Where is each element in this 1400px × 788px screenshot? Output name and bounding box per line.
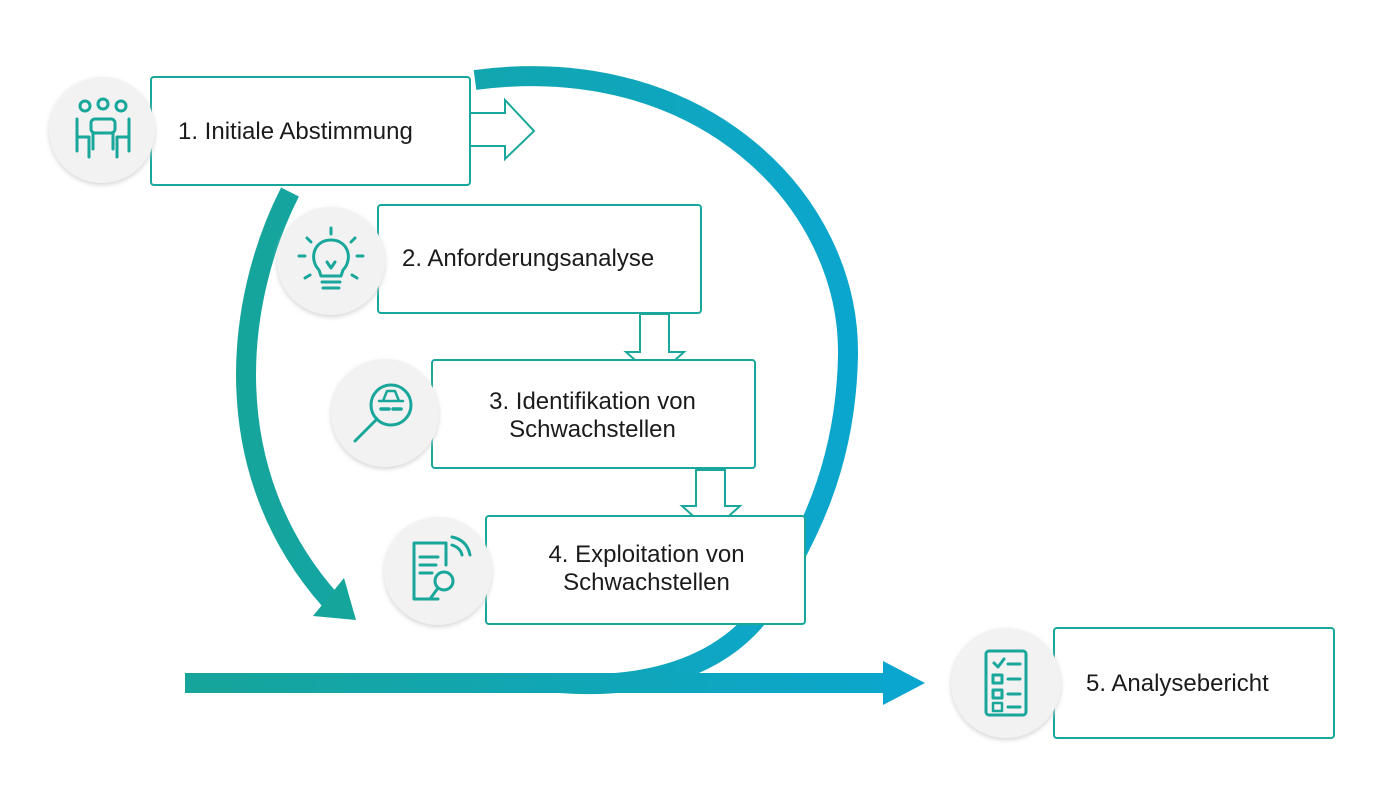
arrow-step1-out — [469, 97, 536, 162]
step-5-label: 5. Analysebericht — [1086, 656, 1269, 712]
step-1-label: 1. Initiale Abstimmung — [178, 104, 413, 160]
loop-arrow — [236, 66, 859, 695]
step-2-icon-circle — [277, 207, 385, 315]
step-5-icon-circle — [951, 628, 1061, 738]
step-boxes — [150, 76, 1335, 739]
step-5-title: 5. Analysebericht — [1086, 670, 1269, 697]
step-2-title: 2. Anforderungsanalyse — [402, 245, 655, 272]
step-4-label: 4. Exploitation von Schwachstellen — [494, 541, 799, 597]
step-3-title-line2: Schwachstellen — [509, 416, 676, 443]
meeting-people-icon — [75, 97, 131, 159]
step-3-title-line1: 3. Identifikation von — [489, 388, 696, 415]
step-3-icon-circle — [331, 359, 439, 467]
step-2-label: 2. Anforderungsanalyse — [402, 231, 654, 287]
output-arrow — [185, 661, 925, 705]
loop-arrowhead — [313, 578, 356, 620]
document-search-icon — [412, 535, 472, 601]
lightbulb-icon — [297, 226, 365, 290]
step-4-icon-circle — [384, 517, 492, 625]
checklist-icon — [984, 649, 1028, 717]
step-1-icon-circle — [49, 77, 155, 183]
step-4-title-line1: 4. Exploitation von — [548, 541, 745, 568]
step-3-label: 3. Identifikation von Schwachstellen — [440, 388, 745, 444]
step-4-title-line2: Schwachstellen — [563, 569, 730, 596]
step-1-title: 1. Initiale Abstimmung — [178, 118, 413, 145]
spy-magnifier-icon — [353, 383, 413, 443]
